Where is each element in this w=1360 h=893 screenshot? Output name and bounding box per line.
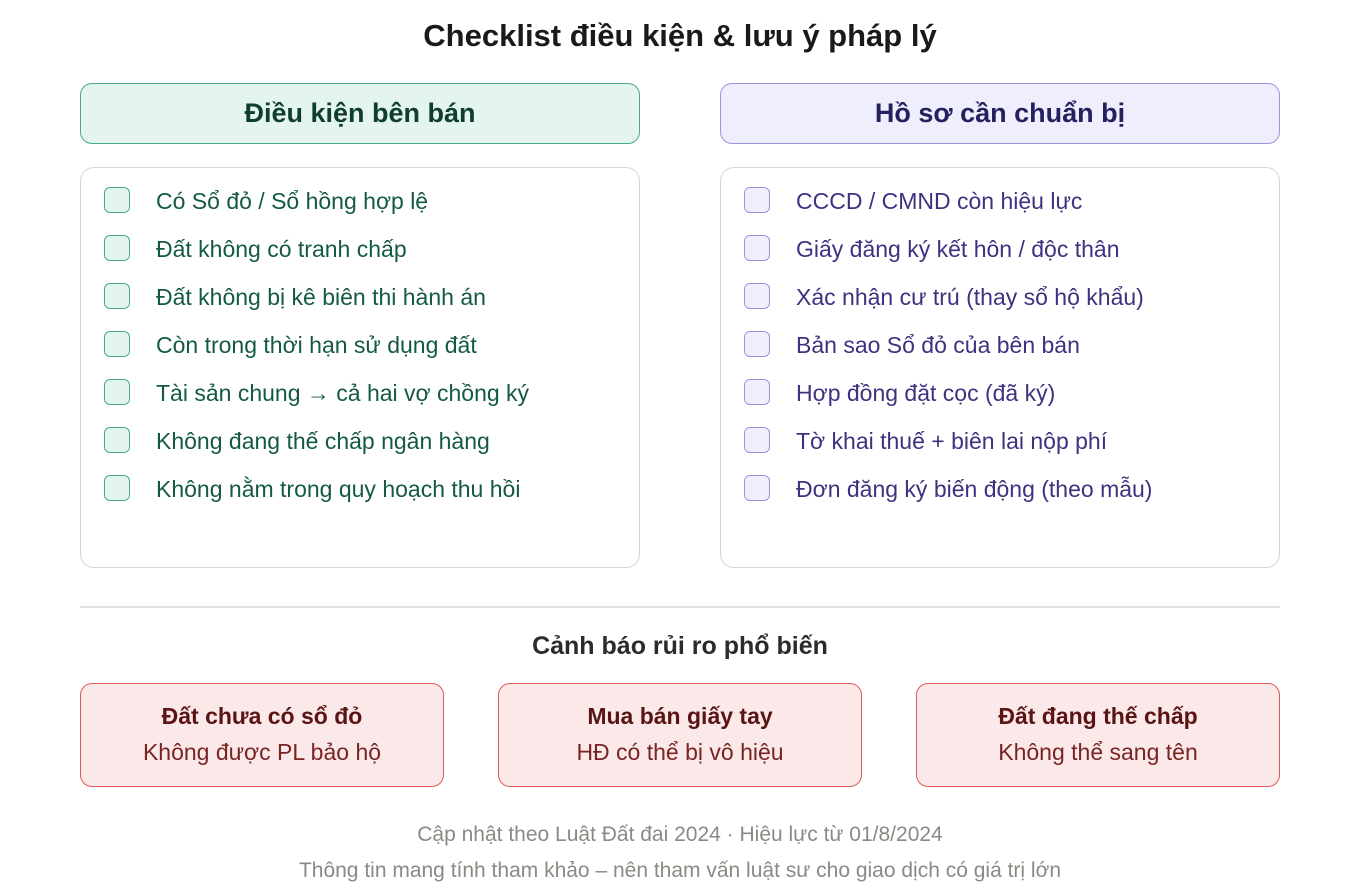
checklist-item-label: Đất không bị kê biên thi hành án [156, 284, 486, 310]
checkbox[interactable] [744, 235, 770, 261]
checkbox[interactable] [104, 379, 130, 405]
checklist-item[interactable]: Không nằm trong quy hoạch thu hồi [81, 474, 639, 504]
checklist-item-label: Tờ khai thuế + biên lai nộp phí [796, 428, 1108, 454]
checklist-item-label: Bản sao Sổ đỏ của bên bán [796, 332, 1080, 358]
checklist-item-label: Còn trong thời hạn sử dụng đất [156, 332, 477, 358]
documents-header: Hồ sơ cần chuẩn bị [720, 83, 1280, 144]
warning-card-detail: Không thể sang tên [998, 739, 1198, 765]
checklist-item[interactable]: CCCD / CMND còn hiệu lực [721, 186, 1279, 216]
checkbox[interactable] [744, 187, 770, 213]
warning-card-detail: Không được PL bảo hộ [142, 739, 382, 765]
documents-list: CCCD / CMND còn hiệu lực Giấy đăng ký kế… [720, 167, 1280, 568]
checklist-item-label: Hợp đồng đặt cọc (đã ký) [796, 380, 1056, 406]
warning-card-title: Mua bán giấy tay [587, 703, 773, 729]
checkbox[interactable] [104, 427, 130, 453]
checklist-item-label: Giấy đăng ký kết hôn / độc thân [796, 236, 1120, 262]
footer-update-note: Cập nhật theo Luật Đất đai 2024 · Hiệu l… [417, 823, 943, 846]
checkbox[interactable] [744, 379, 770, 405]
checklist-item[interactable]: Xác nhận cư trú (thay sổ hộ khẩu) [721, 282, 1279, 312]
checklist-item-label: CCCD / CMND còn hiệu lực [796, 188, 1083, 214]
warning-card-title: Đất đang thế chấp [998, 703, 1198, 729]
seller-conditions-header: Điều kiện bên bán [80, 83, 640, 144]
warning-card-detail: HĐ có thể bị vô hiệu [576, 739, 784, 765]
checkbox[interactable] [104, 283, 130, 309]
checkbox[interactable] [104, 331, 130, 357]
page-title: Checklist điều kiện & lưu ý pháp lý [423, 18, 937, 53]
checklist-item[interactable]: Đơn đăng ký biến động (theo mẫu) [721, 474, 1279, 504]
checkbox[interactable] [744, 475, 770, 501]
warnings-title: Cảnh báo rủi ro phổ biến [532, 632, 828, 660]
warning-card: Đất chưa có sổ đỏ Không được PL bảo hộ [80, 683, 444, 787]
section-divider [80, 606, 1280, 608]
checklist-item[interactable]: Đất không có tranh chấp [81, 234, 639, 264]
checklist-item-label: Không nằm trong quy hoạch thu hồi [156, 476, 521, 502]
checklist-item-label: Có Sổ đỏ / Sổ hồng hợp lệ [156, 188, 429, 214]
checklist-item[interactable]: Còn trong thời hạn sử dụng đất [81, 330, 639, 360]
checkbox[interactable] [104, 187, 130, 213]
checklist-item-label: Tài sản chung → cả hai vợ chồng ký [156, 380, 530, 406]
warning-card: Đất đang thế chấp Không thể sang tên [916, 683, 1280, 787]
checkbox[interactable] [744, 331, 770, 357]
checklist-item[interactable]: Bản sao Sổ đỏ của bên bán [721, 330, 1279, 360]
checklist-item[interactable]: Hợp đồng đặt cọc (đã ký) [721, 378, 1279, 408]
seller-conditions-list: Có Sổ đỏ / Sổ hồng hợp lệ Đất không có t… [80, 167, 640, 568]
checklist-item-label: Không đang thế chấp ngân hàng [156, 428, 490, 454]
checkbox[interactable] [104, 475, 130, 501]
checklist-item[interactable]: Đất không bị kê biên thi hành án [81, 282, 639, 312]
checklist-item[interactable]: Có Sổ đỏ / Sổ hồng hợp lệ [81, 186, 639, 216]
checklist-item[interactable]: Tài sản chung → cả hai vợ chồng ký [81, 378, 639, 408]
warning-card: Mua bán giấy tay HĐ có thể bị vô hiệu [498, 683, 862, 787]
checklist-item[interactable]: Tờ khai thuế + biên lai nộp phí [721, 426, 1279, 456]
checklist-item[interactable]: Giấy đăng ký kết hôn / độc thân [721, 234, 1279, 264]
footer-disclaimer: Thông tin mang tính tham khảo – nên tham… [298, 859, 1062, 882]
checkbox[interactable] [104, 235, 130, 261]
checkbox[interactable] [744, 427, 770, 453]
checklist-item[interactable]: Không đang thế chấp ngân hàng [81, 426, 639, 456]
checkbox[interactable] [744, 283, 770, 309]
warning-card-title: Đất chưa có sổ đỏ [161, 703, 363, 729]
checklist-item-label: Xác nhận cư trú (thay sổ hộ khẩu) [796, 284, 1144, 310]
checklist-item-label: Đất không có tranh chấp [156, 236, 407, 262]
checklist-item-label: Đơn đăng ký biến động (theo mẫu) [796, 476, 1153, 502]
